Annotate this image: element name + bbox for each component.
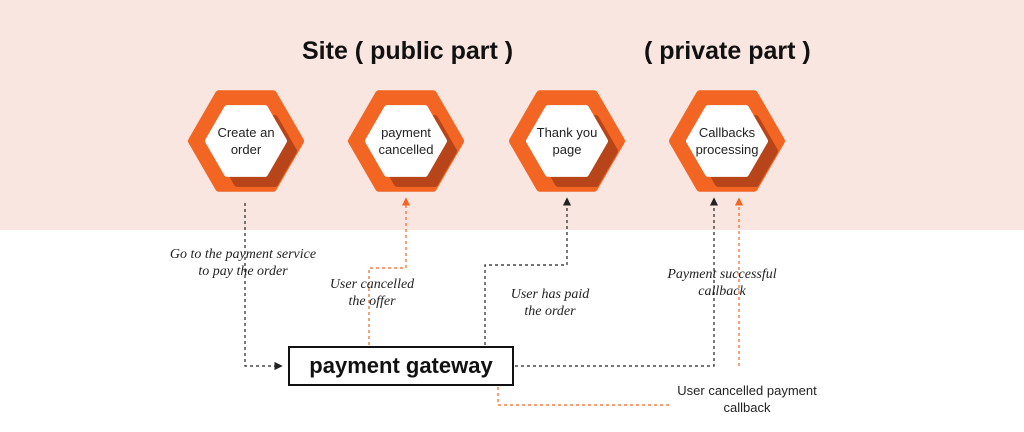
connector-go-to-payment: [244, 203, 283, 371]
node-label-line: page: [552, 142, 582, 157]
hexagon-inner: [526, 105, 608, 177]
connector-payment-successful: [515, 197, 719, 367]
node-label-create-order: Create an order: [201, 124, 291, 158]
hexagon-inner: [365, 105, 447, 177]
public-private-band: [0, 0, 1024, 230]
node-label-line: cancelled: [378, 142, 434, 157]
annotation-payment-successful: Payment successful callback: [667, 267, 777, 299]
node-callbacks-processing: [669, 90, 785, 192]
node-label-line: Thank you: [536, 125, 598, 140]
hexagon-inner: [205, 105, 287, 177]
annotation-go-to-payment: Go to the payment service to pay the ord…: [169, 247, 317, 279]
node-label-line: Callbacks: [698, 125, 756, 140]
node-thank-you-page: [509, 90, 625, 192]
private-part-title: ( private part ): [644, 37, 811, 65]
annotation-user-cancelled-payment-callback: User cancelled payment callback: [677, 383, 817, 415]
node-label-line: processing: [695, 142, 759, 157]
connector-user-cancelled-offer: [368, 197, 411, 345]
annotation-user-cancelled-offer: User cancelled the offer: [329, 277, 415, 309]
node-payment-cancelled: [348, 90, 464, 192]
connector-user-has-paid: [484, 197, 572, 345]
node-label-line: order: [230, 142, 262, 157]
node-label-callbacks-processing: Callbacks processing: [682, 124, 772, 158]
hexagon-inner: [686, 105, 768, 177]
annotation-user-has-paid: User has paid the order: [510, 287, 590, 319]
public-part-title: Site ( public part ): [302, 37, 514, 65]
payment-gateway-box: payment gateway: [288, 346, 514, 386]
node-label-line: Create an: [217, 125, 275, 140]
connector-user-cancelled-payment-callback: [497, 387, 670, 406]
node-label-line: payment: [381, 125, 431, 140]
node-label-thank-you-page: Thank you page: [522, 124, 612, 158]
node-label-payment-cancelled: payment cancelled: [361, 124, 451, 158]
node-create-order: [188, 90, 304, 192]
